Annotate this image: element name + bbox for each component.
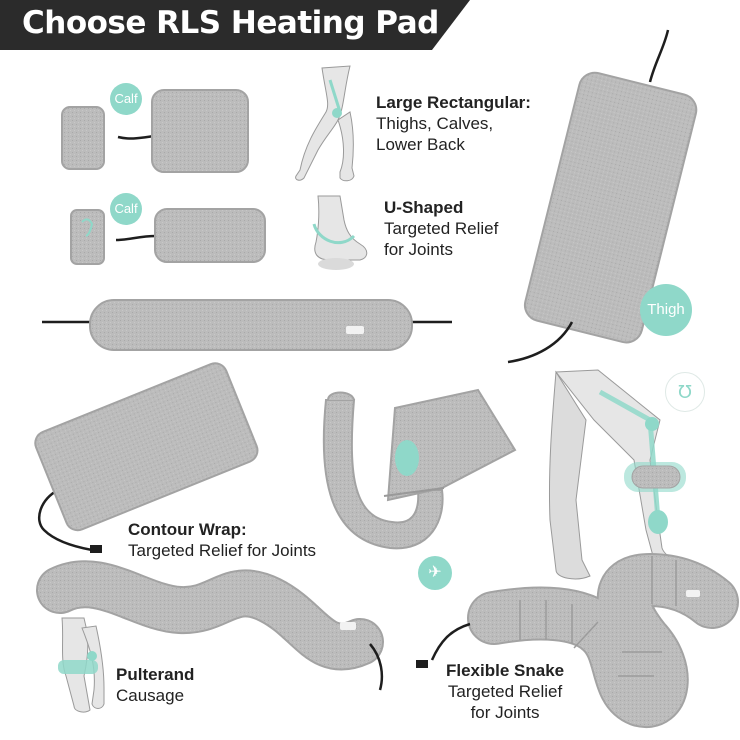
flexible-snake-line1: Targeted Relief (447, 682, 563, 701)
u-shaped-line1: Targeted Relief (384, 219, 499, 238)
leg-illustration-top (295, 65, 355, 182)
pulterand-line1: Causage (116, 686, 185, 705)
large-rectangular-name: Large Rectangular: (376, 93, 531, 112)
plane-joint-icon: ✈ (428, 564, 442, 581)
flexible-snake-line2: for Joints (470, 703, 540, 722)
u-shaped-line2: for Joints (384, 240, 453, 259)
label-large-rectangular: Large Rectangular: Thighs, Calves, Lower… (376, 92, 531, 155)
flexible-snake-name: Flexible Snake (446, 661, 565, 680)
label-flexible-snake: Flexible Snake Targeted Relief for Joint… (446, 660, 564, 723)
knee-icon-badge: ℧ (665, 372, 705, 412)
calf-badge-mid: Calf (110, 193, 142, 225)
large-rectangular-line1: Thighs, Calves, (376, 114, 494, 133)
large-rectangular-pad (507, 29, 698, 364)
label-pulterand: Pulterand Causage (116, 664, 194, 706)
contour-wrap-name: Contour Wrap: (128, 520, 247, 539)
calf-pad-square (117, 89, 249, 173)
knee-wrap-icon: ℧ (678, 382, 692, 402)
leg-illustration-bottom (58, 617, 105, 713)
u-shaped-pad (322, 388, 517, 550)
legs-illustration-right (548, 369, 722, 585)
contour-flat-pad (34, 362, 259, 553)
contour-wrap-line1: Targeted Relief for Joints (128, 541, 317, 560)
calf-badge-top: Calf (110, 83, 142, 115)
long-bar-pad (42, 299, 452, 351)
thigh-badge: Thigh (640, 284, 692, 336)
calf-badge-mid-label: Calf (114, 201, 138, 216)
title-banner (0, 0, 470, 50)
ankle-illustration (312, 195, 368, 270)
title-banner-area: Choose RLS Heating Pad (0, 0, 470, 50)
joint-icon-badge: ✈ (418, 556, 452, 590)
label-u-shaped: U-Shaped Targeted Relief for Joints (384, 197, 498, 260)
flexible-snake-pad (416, 552, 739, 728)
thigh-badge-label: Thigh (647, 301, 685, 318)
pulterand-name: Pulterand (116, 665, 195, 684)
label-contour-wrap: Contour Wrap: Targeted Relief for Joints (128, 519, 316, 561)
large-rectangular-line2: Lower Back (376, 135, 465, 154)
u-shaped-name: U-Shaped (384, 198, 464, 217)
pulterand-wave-pad (36, 560, 384, 691)
page-title: Choose RLS Heating Pad (22, 5, 439, 41)
calf-pad-long (115, 208, 266, 263)
calf-pad-small-top (61, 106, 105, 170)
calf-badge-top-label: Calf (114, 91, 138, 106)
calf-pad-small-mid (70, 209, 105, 265)
